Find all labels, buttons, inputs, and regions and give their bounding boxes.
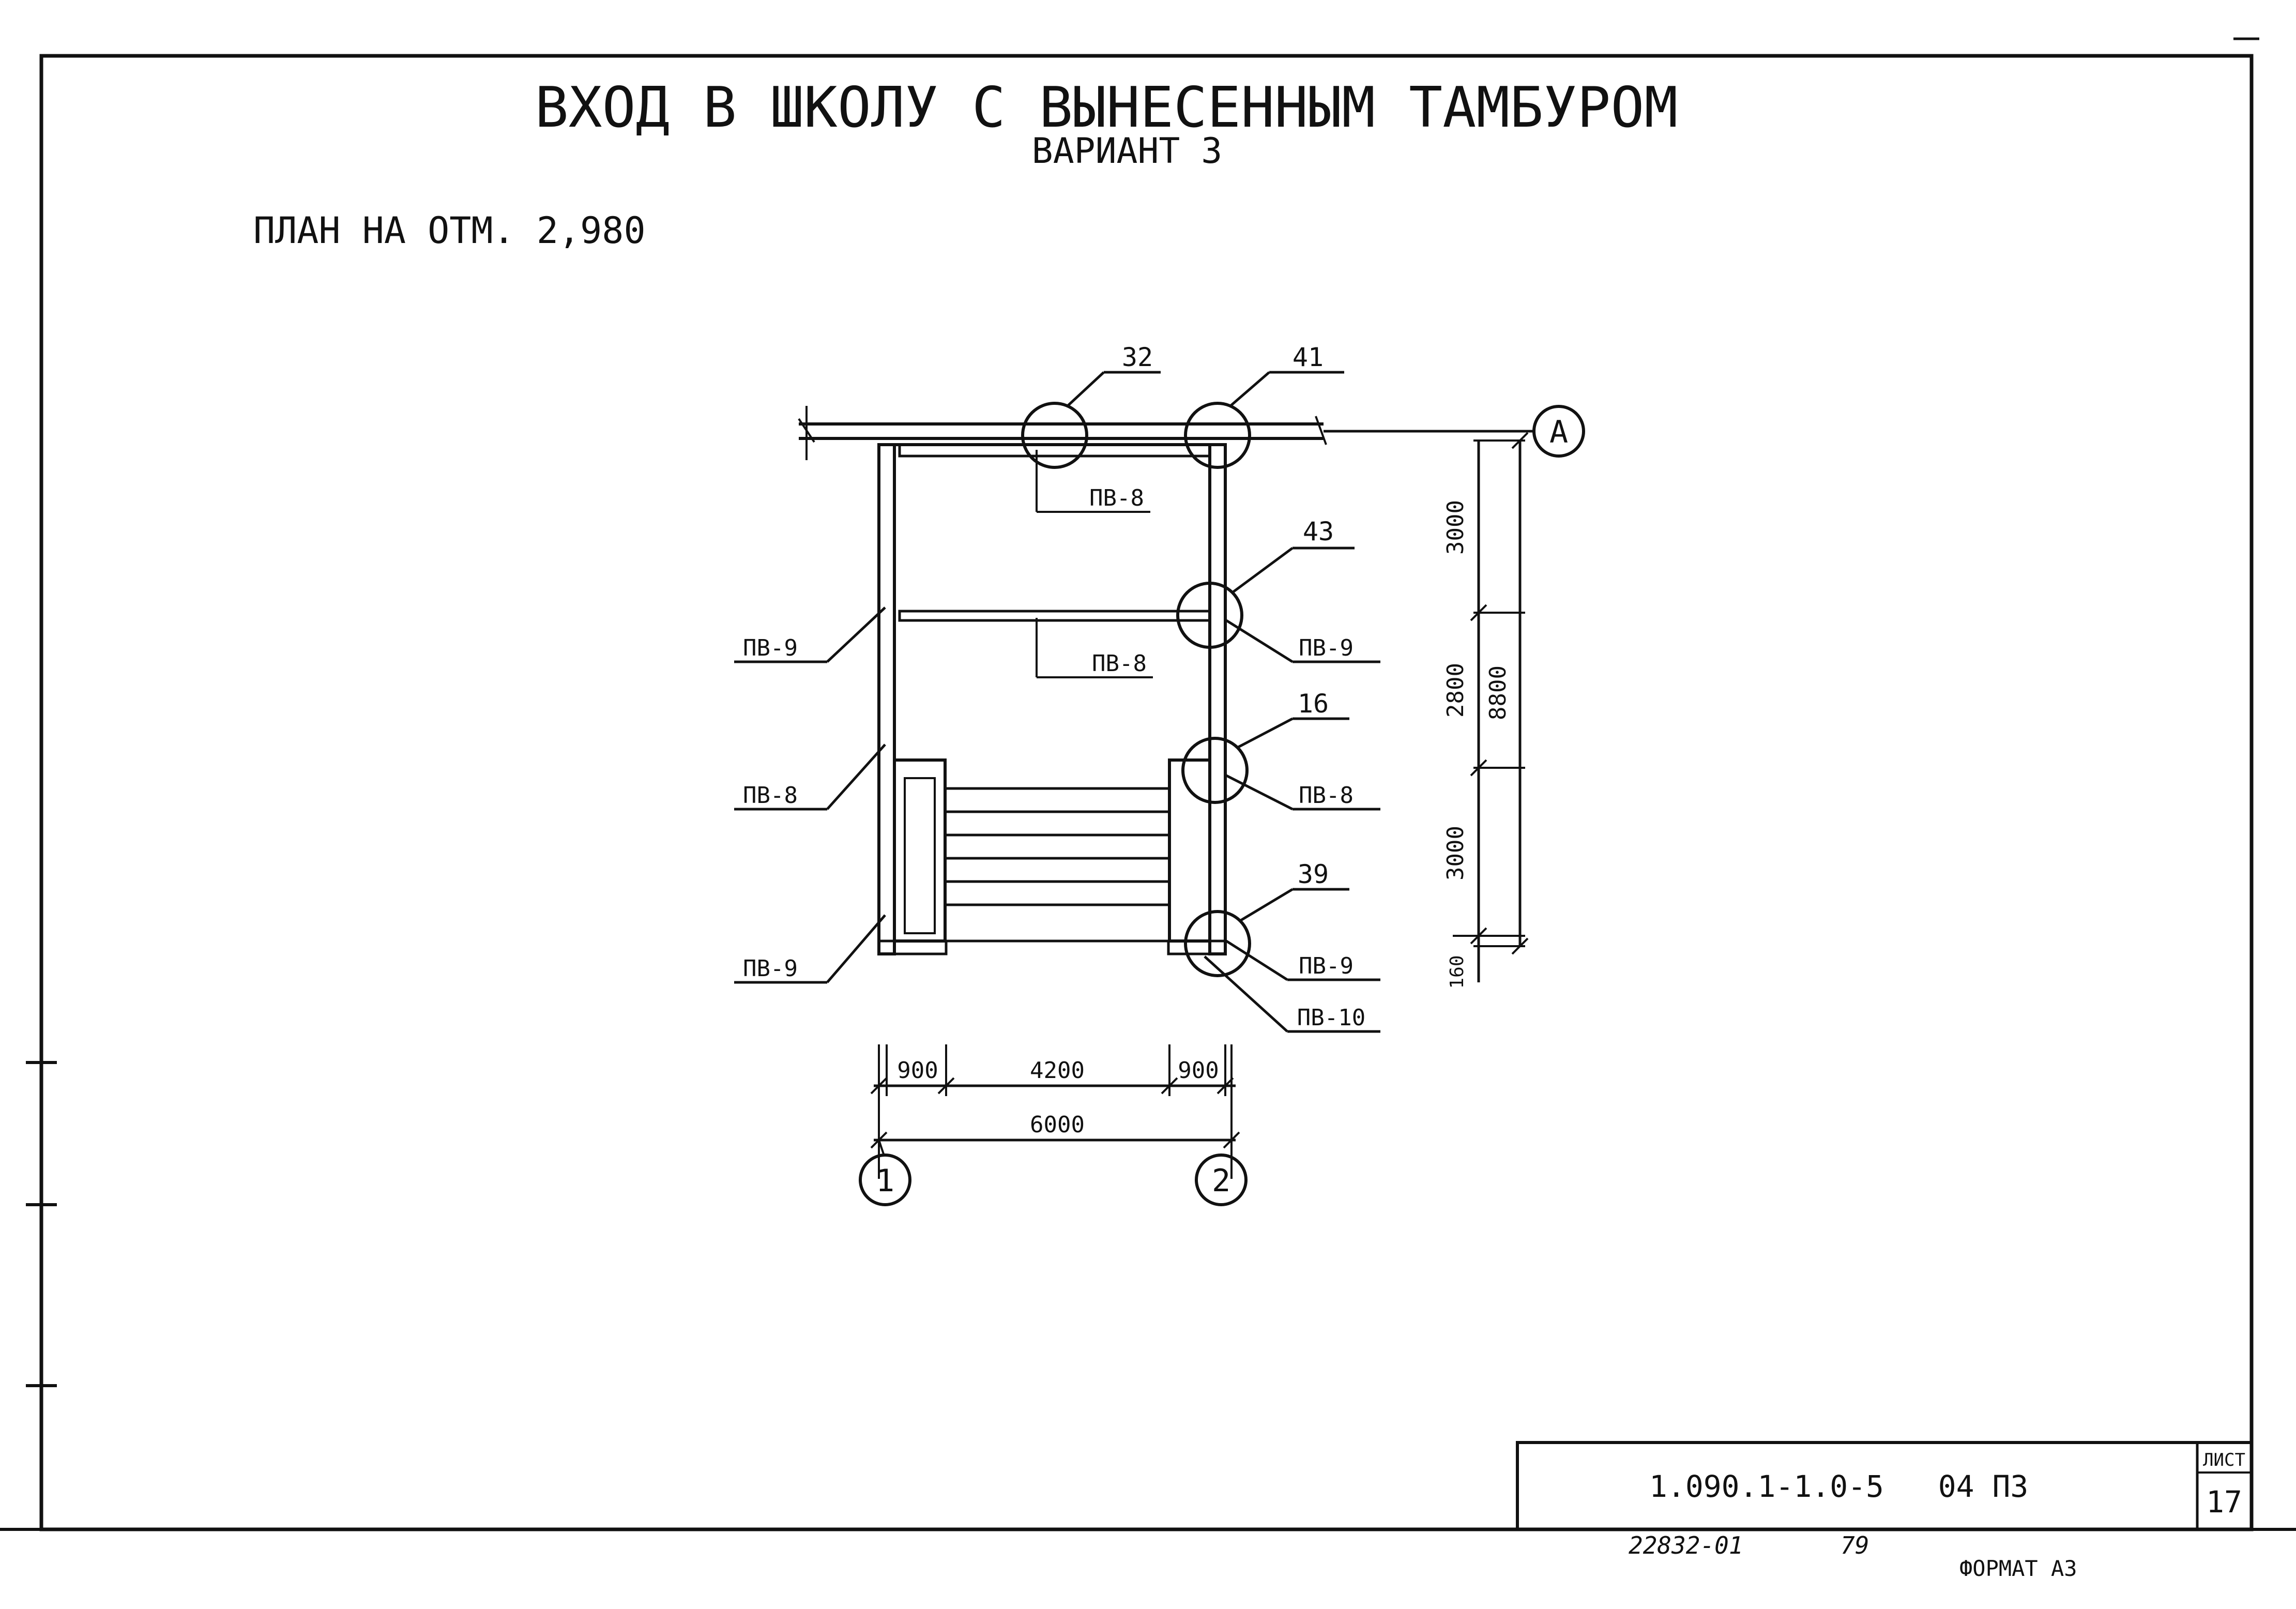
leader-pv9-right-upper: ПВ-9: [1225, 619, 1380, 663]
dim-v-2800: 2800: [1442, 663, 1469, 718]
pv9-left-upper-label: ПВ-9: [743, 635, 798, 661]
pv8-right-label: ПВ-8: [1299, 782, 1354, 809]
dim-h-4200: 4200: [1030, 1057, 1085, 1084]
dim-v-3000-top: 3000: [1442, 500, 1469, 555]
axis-marker-1: 1: [859, 1140, 911, 1206]
callout-41-label: 41: [1293, 342, 1324, 372]
inventory-number: 22832-01: [1629, 1531, 1743, 1559]
pv8-left-label: ПВ-8: [743, 782, 798, 809]
leader-pv9-left-lower: ПВ-9: [734, 914, 886, 984]
sheet-number: 17: [2206, 1484, 2242, 1520]
leader-pv8-top: ПВ-8: [1036, 450, 1150, 513]
dim-v-8800: 8800: [1485, 665, 1511, 720]
axis-a-label: А: [1549, 414, 1568, 450]
callout-43-label: 43: [1303, 517, 1334, 547]
document-code: 1.090.1-1.0-5 04 ПЗ: [1649, 1469, 2028, 1504]
pv9-left-lower-label: ПВ-9: [743, 955, 798, 982]
sheet-label: ЛИСТ: [2203, 1450, 2245, 1470]
leader-pv10-right: ПВ-10: [1204, 955, 1380, 1033]
leader-pv8-mid: ПВ-8: [1036, 618, 1153, 678]
callout-32-label: 32: [1122, 342, 1153, 372]
vertical-dimension-chain: [1453, 432, 1529, 982]
node-callout-16: 16: [1181, 689, 1349, 804]
dim-h-900-right: 900: [1178, 1057, 1219, 1084]
callout-16-label: 16: [1298, 689, 1329, 719]
axis-marker-a: А: [1532, 405, 1585, 458]
pv8-mid-label: ПВ-8: [1092, 650, 1147, 677]
leader-pv9-right-lower: ПВ-9: [1225, 939, 1380, 981]
pv10-right-label: ПВ-10: [1297, 1005, 1365, 1031]
pv8-top-label: ПВ-8: [1089, 485, 1144, 511]
node-callout-41: 41: [1184, 342, 1344, 469]
sheet-frame: [0, 37, 2296, 1531]
dim-h-900-left: 900: [897, 1057, 938, 1084]
dim-v-3000-bottom: 3000: [1442, 826, 1469, 881]
drawing-title: ВХОД В ШКОЛУ С ВЫНЕСЕННЫМ ТАМБУРОМ: [535, 75, 1678, 140]
vestibule-walls: [877, 443, 1227, 955]
dim-v-160: 160: [1447, 955, 1468, 989]
axis-marker-2: 2: [1195, 1153, 1248, 1206]
entrance-stairs: [893, 758, 1211, 943]
node-callout-32: 32: [1021, 342, 1161, 469]
leader-pv8-left: ПВ-8: [734, 743, 886, 811]
format-label: ФОРМАТ А3: [1959, 1556, 2077, 1581]
top-wall: [798, 406, 1533, 460]
title-block: [1516, 1441, 2253, 1531]
axis-2-label: 2: [1212, 1163, 1230, 1199]
pv9-right-lower-label: ПВ-9: [1299, 953, 1354, 979]
drawing-subtitle: ВАРИАНТ 3: [1032, 131, 1222, 172]
node-callout-39: 39: [1184, 859, 1349, 977]
node-callout-43: 43: [1176, 517, 1355, 649]
dim-h-6000: 6000: [1030, 1112, 1085, 1138]
leader-pv8-right: ПВ-8: [1225, 774, 1380, 811]
callout-39-label: 39: [1298, 859, 1329, 889]
page-number: 79: [1841, 1531, 1869, 1559]
pv9-right-upper-label: ПВ-9: [1299, 635, 1354, 661]
plan-label: ПЛАН НА ОТМ. 2,980: [253, 209, 646, 252]
leader-pv9-left-upper: ПВ-9: [734, 606, 886, 663]
axis-1-label: 1: [876, 1163, 894, 1199]
